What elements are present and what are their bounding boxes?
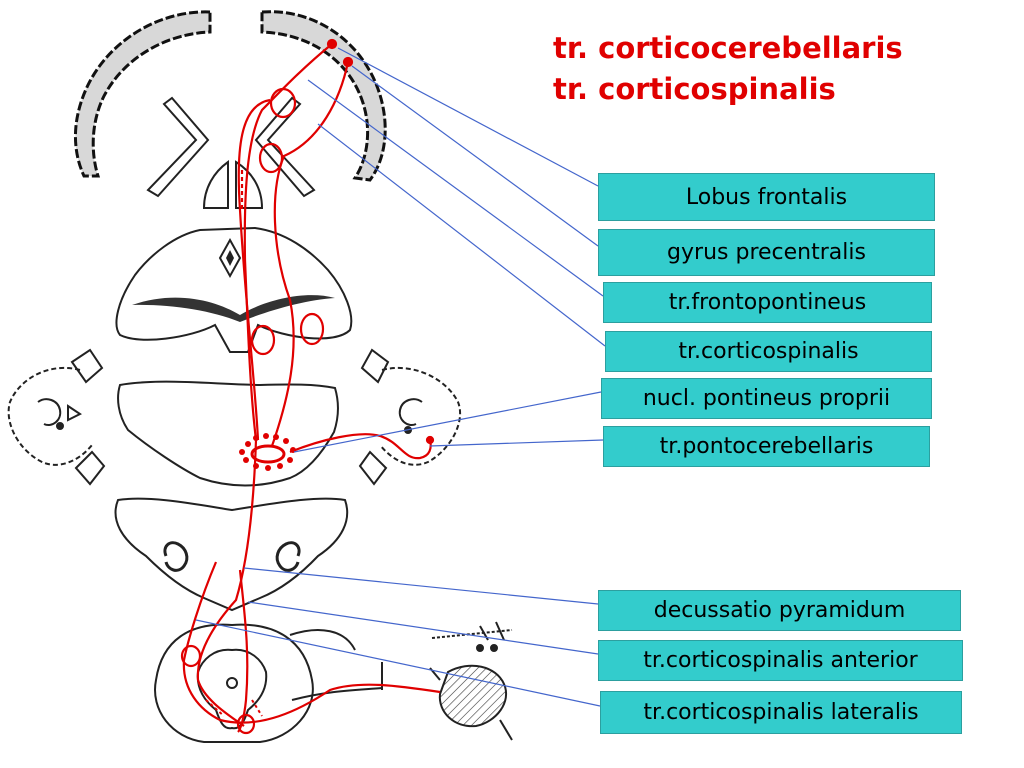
midbrain-outline [115,226,353,353]
loop-midbrain-left [250,324,276,356]
leader-corticospinalis [317,123,606,347]
cortex-left-hemisphere [74,10,212,178]
dorsal-root [289,629,356,651]
pontine-nucleus-dots [239,433,296,471]
anterior-corticospinal [237,569,249,733]
nucleus-marker-left [67,404,82,422]
dot [283,438,289,444]
label-tr-corticospinalis-anterior: tr.corticospinalis anterior [598,640,963,681]
label-gyrus-precentralis: gyrus precentralis [598,229,935,276]
pontocerebellar-tract [289,433,432,460]
pontocerebellar-end [425,435,435,445]
dot [277,463,283,469]
leader-lines [195,47,606,707]
red-tracts [180,38,441,735]
leader-decussatio [243,567,599,605]
dot [253,435,259,441]
central-canal [226,677,238,689]
label-tr-corticospinalis-lateralis: tr.corticospinalis lateralis [600,691,962,734]
neuron-soma-1 [326,38,338,50]
leader-gyrus-precentralis [351,65,599,247]
dentate-left [37,398,62,426]
internal-capsule [146,96,316,209]
label-tr-pontocerebellaris: tr.pontocerebellaris [603,426,930,467]
spinal-cord [154,621,513,743]
peduncle-left-lower [74,450,106,486]
leader-corticospinalis-anterior [247,601,599,655]
dash-left [205,699,225,717]
dot [265,465,271,471]
ventricle-left [202,160,229,209]
pons-outline [117,380,339,487]
loop-corona-1 [269,87,297,119]
capsule-left [146,96,210,198]
label-nucl-pontineus-proprii: nucl. pontineus proprii [601,378,932,419]
substantia-nigra [132,295,335,322]
dot [245,441,251,447]
peduncle-right-lower [358,450,388,486]
ganglion-dot-2 [490,644,498,652]
leader-frontopontineus [307,79,604,297]
lateral-corticospinal [182,561,441,724]
cerebral-cortex [74,10,387,182]
label-tr-corticospinalis: tr.corticospinalis [605,331,932,372]
nerve-body [438,664,507,728]
left-tract-branch [237,98,271,441]
cerebellum-right [379,366,461,466]
dot [243,457,249,463]
title-line-1: tr. corticocerebellaris [553,31,903,65]
cortex-right-hemisphere [260,10,387,182]
capsule-right [254,96,316,198]
peduncle-left-upper [70,348,104,384]
spinal-cord-outline [154,623,314,743]
ventral-root [291,662,383,701]
medulla [114,497,349,612]
nerve-root-dorsal [431,629,513,639]
cerebral-aqueduct [218,237,242,279]
leader-pontineus-proprii [293,391,602,453]
cerebellum-left [7,366,93,466]
medulla-outline [114,497,349,612]
label-lobus-frontalis: Lobus frontalis [598,173,935,221]
loop-spinal-lateral [180,644,202,668]
neuron-soma-2 [342,56,354,68]
midbrain [115,226,353,353]
loop-spinal-anterior [236,713,256,735]
dot [253,463,259,469]
loop-midbrain-right [299,312,325,346]
peduncle-right-upper [360,348,390,384]
ganglion-dot-1 [476,644,484,652]
pontine-nucleus-ring [250,444,286,464]
leader-corticospinalis-lateralis [195,619,601,707]
olive-right [275,541,301,572]
loop-corona-2 [258,142,284,174]
ventricle-right [235,160,264,209]
dot [287,457,293,463]
spinal-red-dashes [205,699,263,717]
leader-lobus-frontalis [337,47,599,187]
nucleus-dot-left [56,422,64,430]
pons [7,348,461,487]
title-line-2: tr. corticospinalis [553,72,836,106]
dot [263,433,269,439]
dentate-right [398,398,423,426]
leader-pontocerebellaris [429,439,604,447]
label-tr-frontopontineus: tr.frontopontineus [603,282,932,323]
aqueduct-lumen [226,250,234,266]
dot [273,434,279,440]
corticospinal-tract [196,43,333,727]
dot [239,449,245,455]
label-decussatio-pyramidum: decussatio pyramidum [598,590,961,631]
olive-left [163,541,189,572]
frontopontine-tract [270,61,350,447]
